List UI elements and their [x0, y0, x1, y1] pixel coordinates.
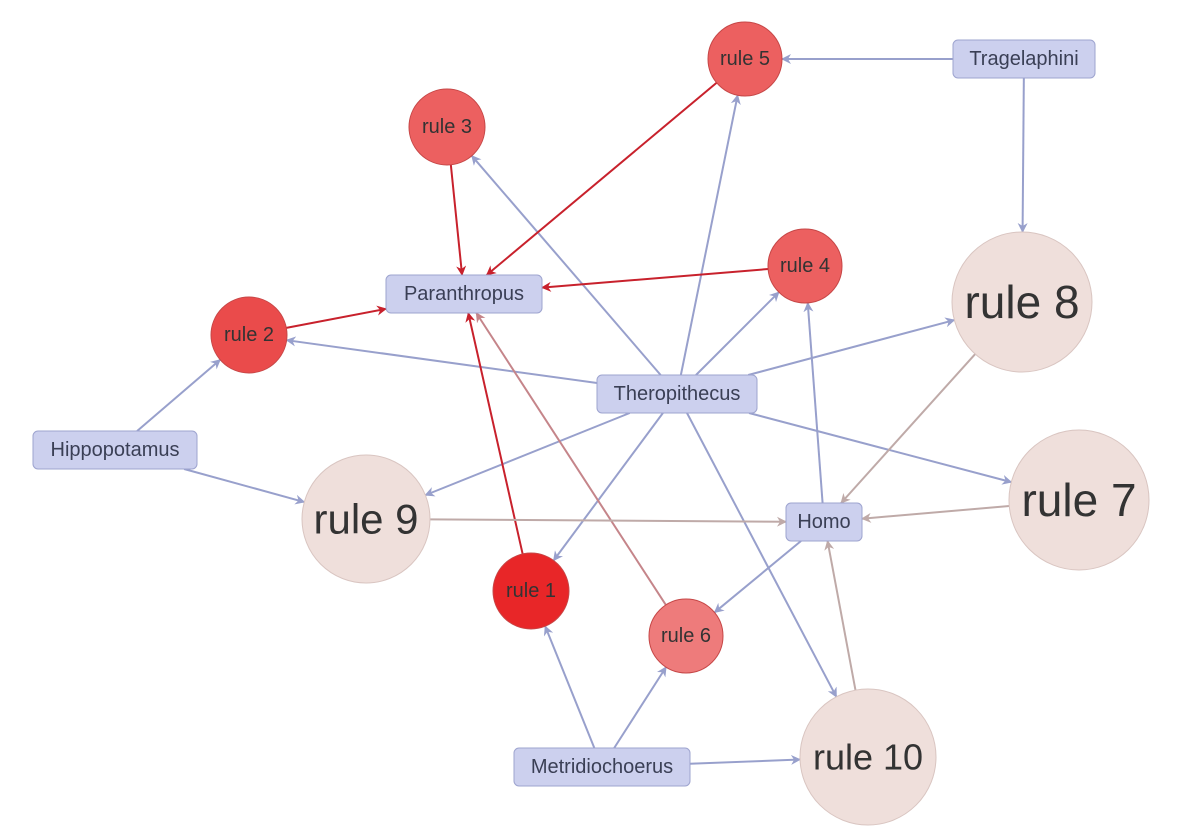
- rule-circle: [301, 454, 431, 584]
- item-node-paranthropus[interactable]: Paranthropus: [385, 274, 543, 314]
- rule-node-rule10[interactable]: rule 10: [799, 688, 937, 826]
- item-label: Homo: [797, 511, 850, 533]
- edge-theropithecus-to-rule5: [679, 94, 741, 376]
- edge-rule7-to-homo: [861, 505, 1010, 523]
- edge-rule10-to-homo: [824, 540, 857, 691]
- edge-homo-to-rule4: [803, 301, 824, 504]
- rule-node-rule2[interactable]: rule 2: [210, 296, 288, 374]
- item-node-metridiochoerus[interactable]: Metridiochoerus: [513, 747, 691, 787]
- edge-rule5-to-paranthropus: [485, 81, 718, 276]
- rule-circle: [1008, 429, 1150, 571]
- node-layer: rule 1 rule 2 rule 3 rule 4 rule 5 rule 6 rule…: [32, 21, 1150, 826]
- rule-label: rule 1: [506, 580, 556, 602]
- edge-rule1-to-paranthropus: [465, 312, 524, 555]
- rule-circle: [492, 552, 570, 630]
- edge-hippopotamus-to-rule9: [183, 468, 306, 505]
- rule-node-rule9[interactable]: rule 9: [301, 454, 431, 584]
- item-node-theropithecus[interactable]: Theropithecus: [596, 374, 758, 414]
- edge-theropithecus-to-rule10: [686, 412, 838, 698]
- rule-node-rule5[interactable]: rule 5: [707, 21, 783, 97]
- rule-label: rule 8: [964, 276, 1079, 328]
- item-box: [952, 39, 1096, 79]
- edge-metridiochoerus-to-rule10: [689, 754, 802, 765]
- rule-node-rule3[interactable]: rule 3: [408, 88, 486, 166]
- item-label: Paranthropus: [404, 283, 524, 305]
- edge-tragelaphini-to-rule8: [1017, 77, 1028, 234]
- item-box: [785, 502, 863, 542]
- rule-label: rule 6: [661, 625, 711, 647]
- item-label: Hippopotamus: [51, 439, 180, 461]
- rule-circle: [408, 88, 486, 166]
- edge-rule9-to-homo: [429, 516, 787, 527]
- edge-metridiochoerus-to-rule6: [613, 666, 667, 749]
- rule-node-rule1[interactable]: rule 1: [492, 552, 570, 630]
- rule-label: rule 10: [813, 737, 923, 778]
- edge-rule6-to-paranthropus: [475, 312, 667, 606]
- edge-layer: [136, 54, 1028, 765]
- edge-theropithecus-to-rule8: [747, 317, 956, 376]
- rule-label: rule 7: [1021, 474, 1136, 526]
- item-label: Metridiochoerus: [531, 756, 673, 778]
- rule-label: rule 4: [780, 255, 830, 277]
- item-node-homo[interactable]: Homo: [785, 502, 863, 542]
- rule-circle: [210, 296, 288, 374]
- rule-label: rule 9: [313, 496, 418, 543]
- item-node-hippopotamus[interactable]: Hippopotamus: [32, 430, 198, 470]
- rule-circle: [799, 688, 937, 826]
- item-box: [32, 430, 198, 470]
- edge-hippopotamus-to-rule2: [136, 358, 221, 432]
- rule-node-rule8[interactable]: rule 8: [951, 231, 1093, 373]
- edge-rule3-to-paranthropus: [449, 164, 467, 276]
- rule-circle: [707, 21, 783, 97]
- item-box: [385, 274, 543, 314]
- rule-node-rule6[interactable]: rule 6: [648, 598, 724, 674]
- rule-node-rule4[interactable]: rule 4: [767, 228, 843, 304]
- rule-circle: [767, 228, 843, 304]
- rule-label: rule 5: [720, 48, 770, 70]
- edge-homo-to-rule6: [713, 540, 802, 614]
- rule-circle: [648, 598, 724, 674]
- edge-rule4-to-paranthropus: [541, 268, 769, 292]
- item-box: [513, 747, 691, 787]
- edge-theropithecus-to-rule2: [285, 336, 598, 384]
- rule-label: rule 2: [224, 324, 274, 346]
- item-box: [596, 374, 758, 414]
- item-label: Tragelaphini: [969, 48, 1078, 70]
- rule-label: rule 3: [422, 116, 472, 138]
- edge-theropithecus-to-rule4: [695, 291, 780, 376]
- item-node-tragelaphini[interactable]: Tragelaphini: [952, 39, 1096, 79]
- item-label: Theropithecus: [614, 383, 741, 405]
- rule-circle: [951, 231, 1093, 373]
- edge-theropithecus-to-rule9: [424, 412, 631, 497]
- edge-theropithecus-to-rule3: [471, 155, 662, 376]
- rule-node-rule7[interactable]: rule 7: [1008, 429, 1150, 571]
- edge-theropithecus-to-rule7: [748, 412, 1013, 485]
- edge-metridiochoerus-to-rule1: [543, 625, 596, 749]
- edge-rule2-to-paranthropus: [286, 305, 387, 329]
- edge-theropithecus-to-rule1: [552, 412, 664, 562]
- edge-rule8-to-homo: [840, 353, 976, 504]
